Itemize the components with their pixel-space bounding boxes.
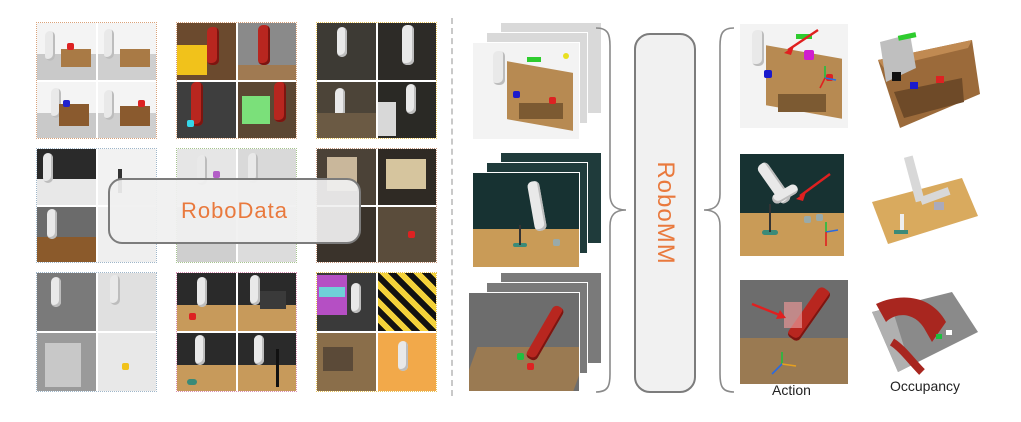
scene-cell	[177, 23, 236, 80]
scene-cell	[377, 273, 436, 331]
robomm-label: RoboMM	[652, 161, 679, 265]
occupancy-caption: Occupancy	[890, 378, 961, 394]
frame-stack-1-front	[472, 42, 580, 140]
dataset-tile-2	[176, 22, 297, 139]
coordinate-axes-icon	[819, 66, 837, 89]
red-arrow-icon	[751, 302, 786, 319]
scene-cell	[97, 23, 156, 80]
robomm-box: RoboMM	[634, 33, 696, 393]
scene-cell	[37, 273, 96, 331]
scene-cell	[377, 23, 436, 80]
scene-cell	[177, 273, 236, 331]
frame-stack-3-front	[468, 292, 580, 392]
frame-stack-2-front	[472, 172, 580, 268]
scene-cell	[377, 81, 436, 138]
scene-cell	[317, 23, 376, 80]
dataset-tile-9	[316, 272, 437, 392]
occupancy-map-3	[872, 292, 978, 375]
coordinate-axes-icon	[825, 222, 839, 246]
scene-cell	[177, 333, 236, 391]
dataset-tile-7	[36, 272, 157, 392]
scene-cell	[317, 81, 376, 138]
red-arrow-icon	[796, 173, 831, 201]
scene-cell	[97, 273, 156, 331]
scene-cell	[37, 206, 96, 262]
action-frame-1	[740, 24, 848, 128]
scene-cell	[317, 273, 376, 331]
dataset-tile-3	[316, 22, 437, 139]
scene-cell	[97, 333, 156, 391]
action-frame-3	[740, 280, 848, 384]
section-divider	[451, 18, 453, 396]
scene-cell	[377, 333, 436, 391]
curly-brace-icon	[703, 27, 735, 393]
scene-cell	[97, 81, 156, 138]
scene-cell	[37, 23, 96, 80]
scene-cell	[317, 333, 376, 391]
scene-cell	[237, 333, 296, 391]
curly-brace-icon	[595, 27, 627, 393]
action-caption: Action	[772, 382, 811, 398]
scene-cell	[177, 81, 236, 138]
scene-cell	[237, 81, 296, 138]
scene-cell	[237, 23, 296, 80]
dataset-tile-8	[176, 272, 297, 392]
robodata-label-box: RoboData	[108, 178, 361, 244]
action-frame-2	[740, 154, 844, 256]
robodata-label: RoboData	[180, 198, 289, 223]
scene-cell	[377, 206, 436, 262]
scene-cell	[37, 333, 96, 391]
scene-cell	[377, 149, 436, 205]
scene-cell	[37, 149, 96, 205]
occupancy-map-2	[872, 155, 978, 244]
occupancy-map-1	[878, 32, 980, 128]
red-arrow-icon	[784, 29, 819, 55]
dataset-tile-1	[36, 22, 157, 139]
coordinate-axes-icon	[771, 352, 797, 375]
scene-cell	[37, 81, 96, 138]
scene-cell	[237, 273, 296, 331]
